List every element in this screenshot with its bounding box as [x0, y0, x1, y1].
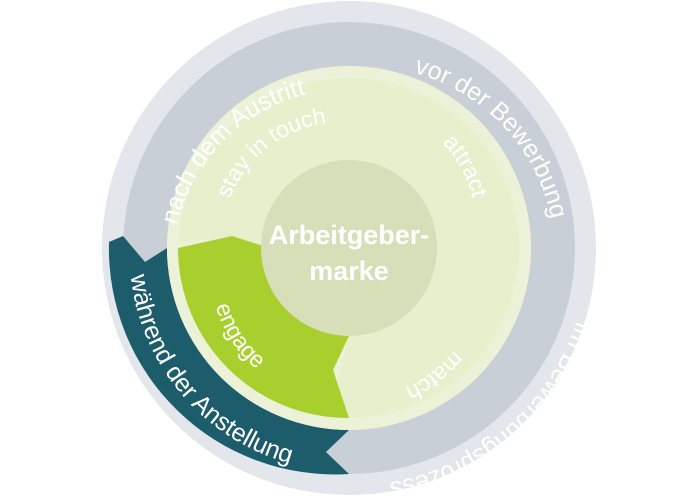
center-label-line-2: marke	[309, 256, 389, 286]
outer-segment-nach-dem-austritt[interactable]	[123, 22, 374, 262]
inner-segment-engage[interactable]	[178, 236, 349, 419]
inner-segment-attract[interactable]	[351, 78, 519, 268]
center-label-line-1: Arbeitgeber-	[269, 220, 430, 250]
inner-segment-stay-in-touch[interactable]	[179, 77, 368, 246]
inner-segment-match[interactable]	[333, 248, 519, 418]
outer-segment-im-bewerbungsprozess[interactable]	[326, 248, 575, 474]
outer-segment-vor-der-bewerbung[interactable]	[349, 22, 575, 266]
outer-segment-waehrend-der-anstellung[interactable]	[108, 236, 349, 475]
center-circle	[261, 160, 437, 336]
